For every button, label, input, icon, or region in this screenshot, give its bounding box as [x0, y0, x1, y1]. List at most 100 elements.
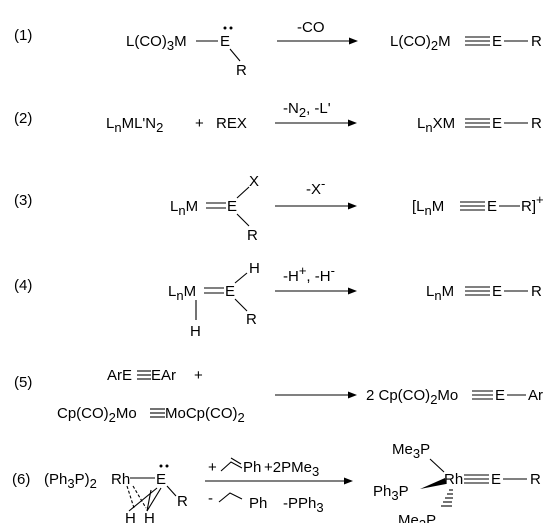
triple-bond: [460, 201, 485, 211]
reactant-bottom-a: Cp(CO)2Mo: [57, 405, 137, 425]
triple-bond: [150, 408, 165, 418]
lone-pair-dot: [159, 464, 163, 468]
single-bond: [234, 272, 248, 284]
arrow-head: [348, 202, 357, 210]
reactant-r: R: [236, 62, 247, 79]
lone-pair-dot: [223, 26, 227, 30]
ethylbenzene-skeleton: [218, 492, 243, 503]
product-r: R: [531, 115, 542, 132]
product-formula: LnXM: [417, 115, 455, 135]
arrow-head: [348, 287, 357, 295]
reactant-bottom-c: MoCp(CO)2: [165, 405, 245, 425]
product-atom-e: E: [492, 115, 502, 132]
product-metal: Rh: [444, 471, 463, 488]
single-bond: [166, 485, 177, 497]
reactant-atom-e: E: [156, 471, 166, 488]
reactant-formula: LnM: [170, 198, 198, 218]
condition: -X-: [306, 176, 325, 198]
condition-top-reagent: +2PMe3: [264, 459, 319, 479]
reactant-h: H: [144, 510, 155, 523]
condition-top-ph: Ph: [243, 459, 261, 476]
triple-bond: [465, 36, 490, 46]
triple-bond: [472, 390, 493, 400]
reactant-r: R: [247, 227, 258, 244]
double-bond: [230, 457, 242, 465]
reactant-atom-e: E: [227, 198, 237, 215]
product-r: R: [531, 283, 542, 300]
reactant-ligand: (Ph3P)2: [44, 471, 97, 491]
styrene-skeleton: [220, 461, 243, 472]
reaction-3: (3) LnM E X R -X- [LnM E R]+: [14, 173, 544, 244]
reactant-top-a: ArE: [107, 367, 132, 384]
condition-bottom-reagent: -PPh3: [283, 495, 324, 515]
reactant-metal: Rh: [111, 471, 130, 488]
condition: -H+, -H-: [283, 263, 335, 285]
condition: -CO: [297, 19, 325, 36]
product-top-pme3: Me3P: [392, 441, 430, 461]
reaction-number: (5): [14, 374, 32, 391]
plus-sign: +: [195, 115, 204, 132]
product-formula: [LnM: [412, 198, 444, 218]
product-left-pph3: Ph3P: [373, 483, 409, 503]
reaction-number: (1): [14, 27, 32, 44]
arrow-head: [344, 477, 353, 485]
agostic-dashed-bond: [132, 485, 147, 509]
product-formula: LnM: [426, 283, 454, 303]
agostic-dashed-bond: [126, 485, 135, 509]
reactant-atom-e: E: [220, 33, 230, 50]
reactant-h: H: [190, 323, 201, 340]
reaction-number: (4): [14, 277, 32, 294]
triple-bond: [137, 370, 151, 380]
hashed-wedge-bond: [441, 489, 453, 507]
reactant-h: H: [249, 260, 260, 277]
single-bond: [236, 213, 250, 227]
triple-bond: [465, 286, 490, 296]
plus-sign: +: [194, 367, 203, 384]
product-r-bracket: R]+: [521, 192, 544, 215]
condition-bottom-ph: Ph: [249, 495, 267, 512]
single-bond: [429, 458, 445, 473]
condition-bottom-minus: -: [208, 490, 213, 507]
product-ar: Ar: [528, 387, 543, 404]
single-bond: [229, 48, 241, 62]
reaction-2: (2) LnML'N2 + REX -N2, -L' LnXM E R: [14, 100, 542, 135]
product-formula: 2 Cp(CO)2Mo: [366, 387, 458, 407]
single-bond: [128, 487, 158, 512]
single-bond: [234, 298, 248, 312]
product-r: R: [531, 33, 542, 50]
product-atom-e: E: [491, 471, 501, 488]
reactant-atom-e: E: [225, 283, 235, 300]
reaction-1: (1) L(CO)3M E R -CO L(CO)2M E R: [14, 19, 542, 79]
reactant-x: X: [249, 173, 259, 190]
arrow-head: [348, 391, 357, 399]
arrow-head: [349, 37, 358, 45]
triple-bond: [464, 474, 489, 484]
reaction-number: (6): [12, 471, 30, 488]
double-bond: [204, 287, 224, 294]
double-bond: [206, 202, 226, 209]
single-bond: [236, 186, 250, 199]
reaction-4: (4) LnM E H R H -H+, -H- LnM E R: [14, 260, 542, 340]
product-atom-e: E: [492, 33, 502, 50]
reactant-r: R: [246, 311, 257, 328]
reactant-formula: LnM: [168, 283, 196, 303]
product-atom-e: E: [487, 198, 497, 215]
reaction-6: (6) (Ph3P)2 Rh E R H H + Ph +2PMe3 - Ph …: [12, 441, 541, 523]
condition: -N2, -L': [283, 100, 331, 120]
lone-pair-dot: [229, 26, 233, 30]
arrow-head: [348, 119, 357, 127]
product-formula: L(CO)2M: [390, 33, 451, 53]
reactant-h: H: [125, 510, 136, 523]
wedge-bond: [420, 478, 446, 489]
triple-bond: [465, 118, 490, 128]
reactant-formula: LnML'N2: [106, 115, 163, 135]
product-atom-e: E: [495, 387, 505, 404]
product-atom-e: E: [492, 283, 502, 300]
reaction-5: (5) ArE EAr + Cp(CO)2Mo MoCp(CO)2 2 Cp(C…: [14, 367, 543, 425]
single-bond: [146, 487, 162, 512]
reagent: REX: [216, 115, 247, 132]
reactant-top-b: EAr: [151, 367, 176, 384]
reaction-number: (3): [14, 192, 32, 209]
reaction-number: (2): [14, 110, 32, 127]
